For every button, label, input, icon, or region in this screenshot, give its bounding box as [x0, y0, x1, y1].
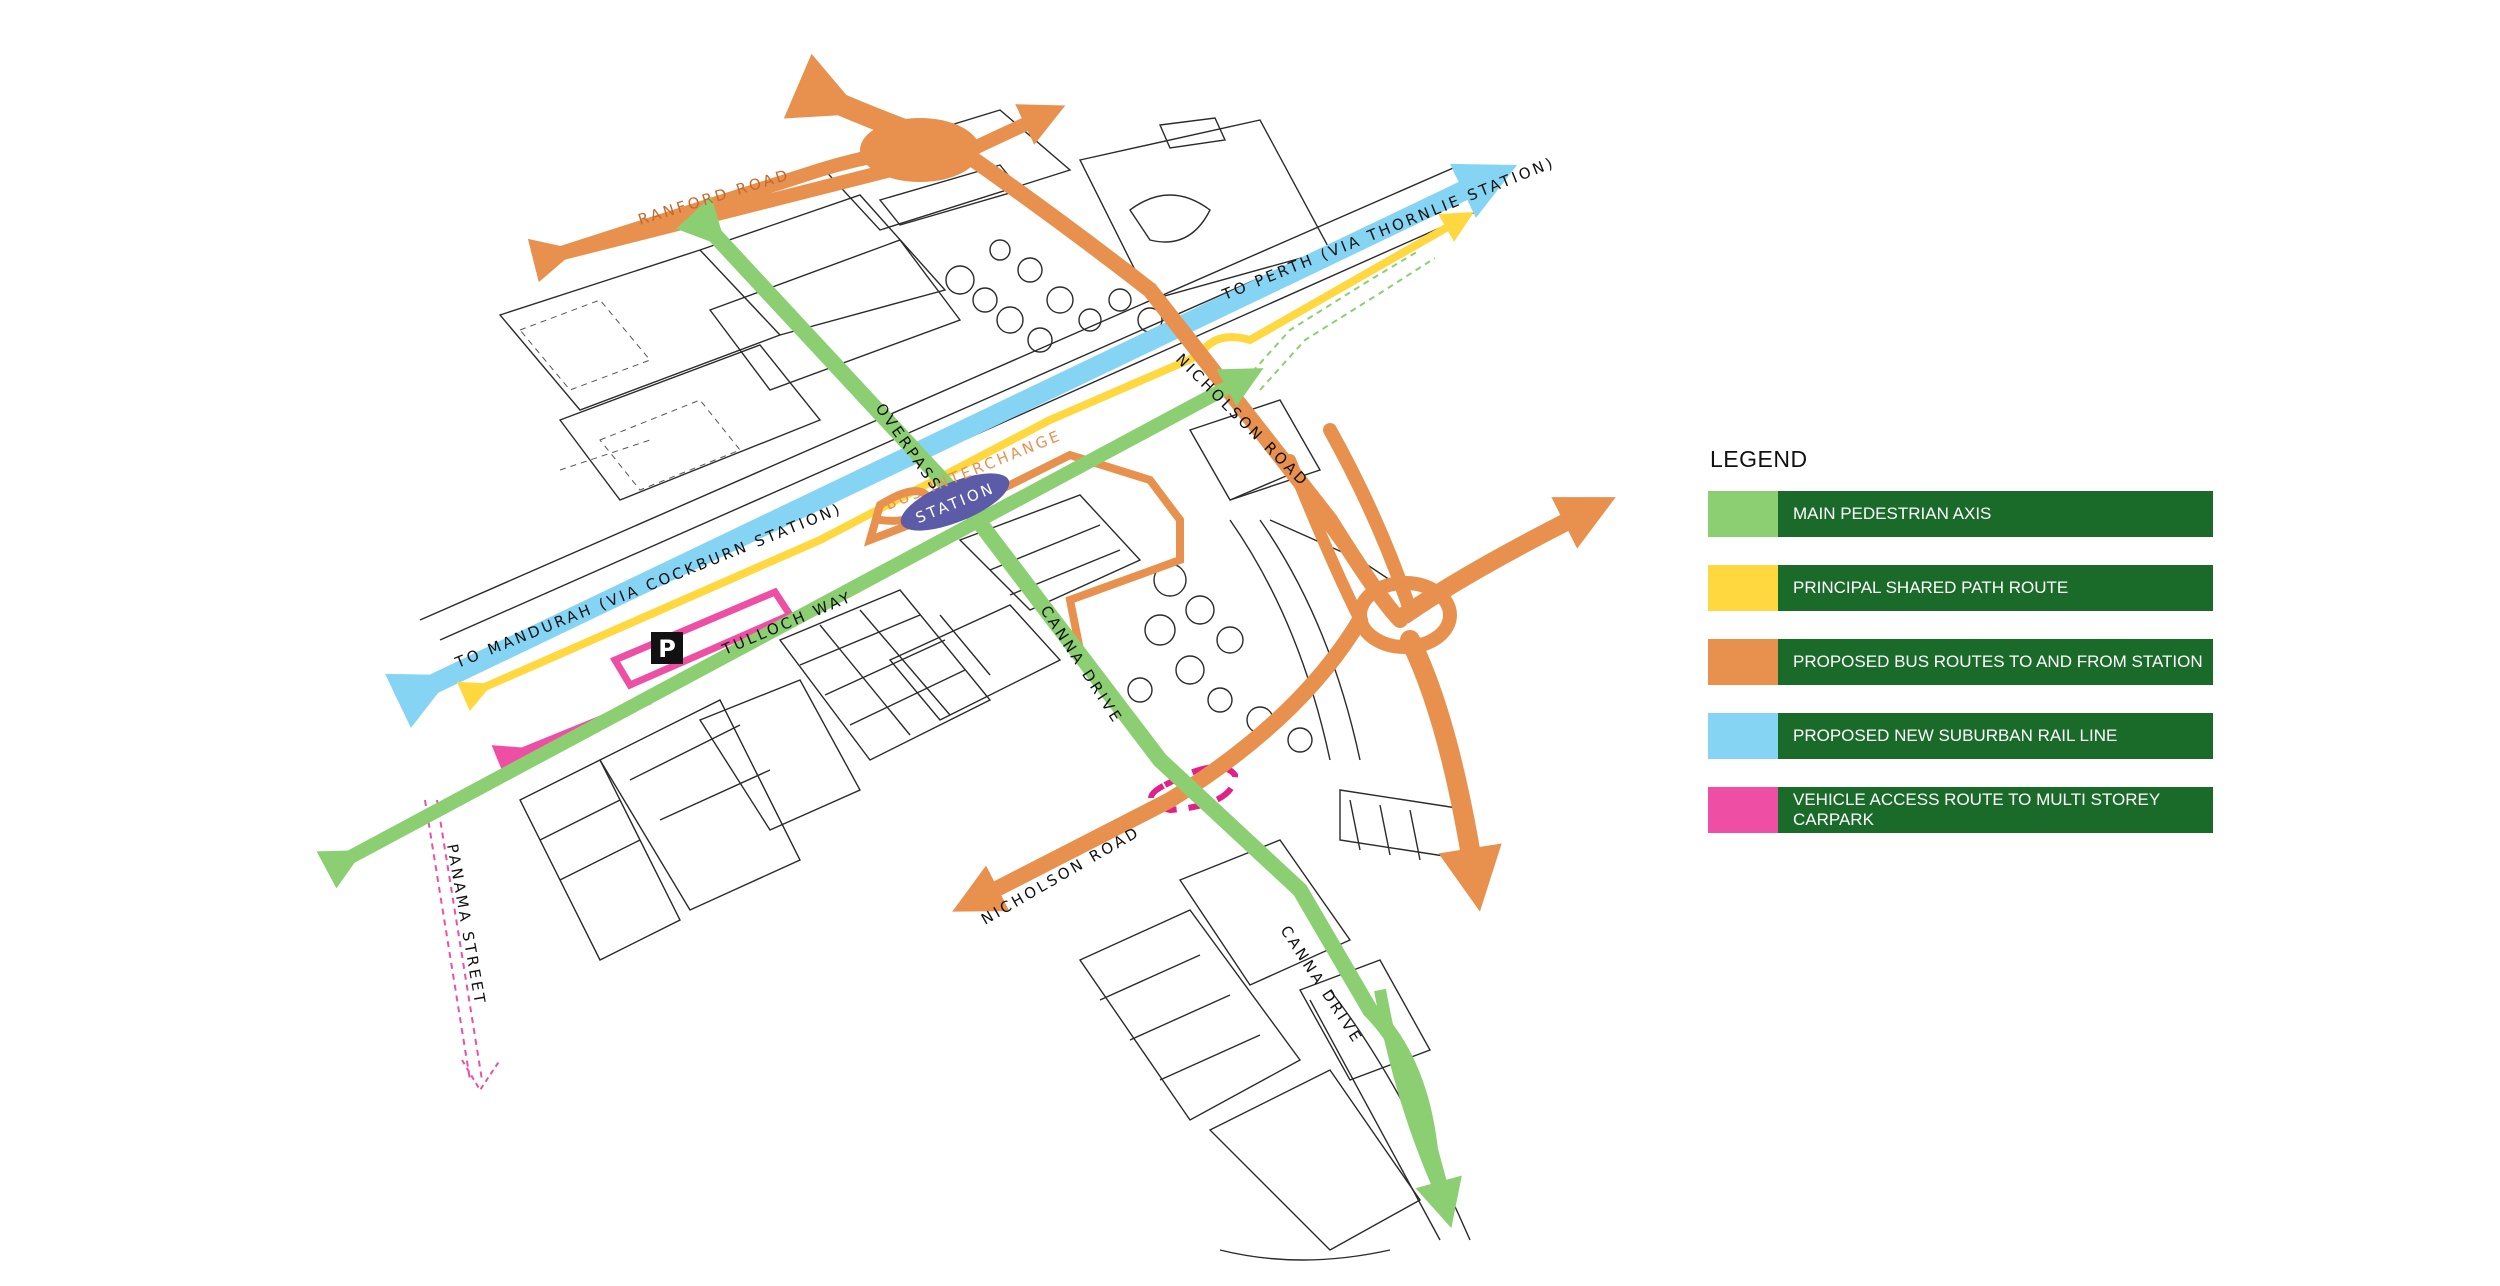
parking-symbol: P: [658, 635, 676, 663]
legend-title: LEGEND: [1710, 446, 1808, 472]
legend-item-bus-routes: PROPOSED BUS ROUTES TO AND FROM STATION: [1708, 639, 2213, 685]
label-panama-street: PANAMA STREET: [443, 843, 489, 1008]
legend-swatch: [1708, 565, 1778, 611]
label-to-perth: TO PERTH (VIA THORNLIE STATION): [1219, 153, 1558, 304]
pedestrian-axes: [316, 196, 1462, 1229]
legend-item-label: VEHICLE ACCESS ROUTE TO MULTI STOREY CAR…: [1778, 787, 2213, 833]
legend: LEGEND MAIN PEDESTRIAN AXIS PRINCIPAL SH…: [1708, 446, 2213, 861]
legend-item-label: MAIN PEDESTRIAN AXIS: [1778, 491, 2213, 537]
legend-item-rail-line: PROPOSED NEW SUBURBAN RAIL LINE: [1708, 713, 2213, 759]
legend-item-shared-path: PRINCIPAL SHARED PATH ROUTE: [1708, 565, 2213, 611]
legend-item-label: PROPOSED BUS ROUTES TO AND FROM STATION: [1778, 639, 2213, 685]
parking-icon[interactable]: P: [651, 632, 683, 664]
legend-swatch: [1708, 713, 1778, 759]
legend-swatch: [1708, 491, 1778, 537]
legend-item-label: PROPOSED NEW SUBURBAN RAIL LINE: [1778, 713, 2213, 759]
station-marker[interactable]: [894, 462, 1017, 543]
legend-item-label: PRINCIPAL SHARED PATH ROUTE: [1778, 565, 2213, 611]
legend-items: MAIN PEDESTRIAN AXIS PRINCIPAL SHARED PA…: [1708, 491, 2213, 833]
legend-swatch: [1708, 787, 1778, 833]
legend-item-pedestrian: MAIN PEDESTRIAN AXIS: [1708, 491, 2213, 537]
residential-south: [1078, 839, 1471, 1261]
bus-routes: [527, 53, 1616, 912]
label-nicholson-road-south: NICHOLSON ROAD: [978, 823, 1143, 929]
legend-item-vehicle-access: VEHICLE ACCESS ROUTE TO MULTI STOREY CAR…: [1708, 787, 2213, 833]
legend-swatch: [1708, 639, 1778, 685]
